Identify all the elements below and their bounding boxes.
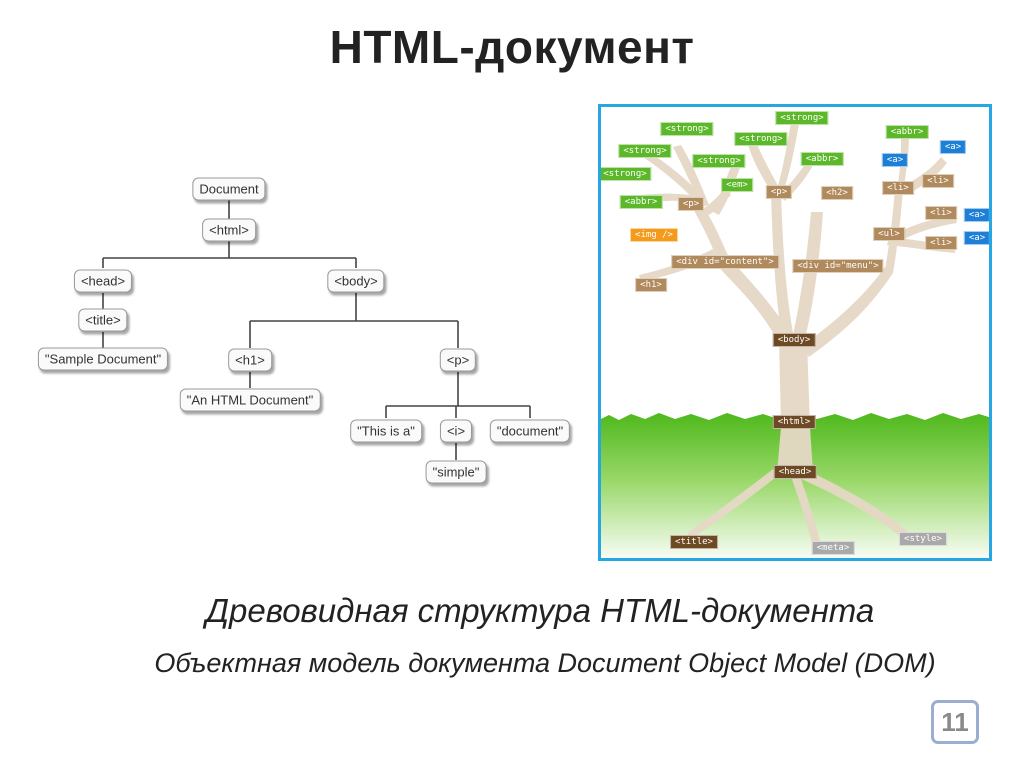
tree-tag-strong: <strong> <box>601 167 652 181</box>
tree-tag-div-menu: <div id="menu"> <box>792 259 884 273</box>
tree-tag-html: <html> <box>772 415 816 429</box>
tree-tag-abbr: <abbr> <box>885 125 929 139</box>
dom-node-document: Document <box>192 177 266 201</box>
tree-tag-div-content: <div id="content"> <box>671 255 779 269</box>
dom-node-an-html-document-text: "An HTML Document" <box>179 388 321 412</box>
tree-tag-strong: <strong> <box>618 144 672 158</box>
dom-node-h1: <h1> <box>228 348 272 372</box>
tree-tag-a: <a> <box>963 231 989 245</box>
caption-tree-structure: Древовидная структура HTML-документа <box>205 592 875 629</box>
tree-tag-p: <p> <box>765 185 793 199</box>
tree-tag-meta: <meta> <box>811 541 855 555</box>
dom-node-document-text: "document" <box>489 419 571 443</box>
tree-tag-li: <li> <box>882 181 914 195</box>
tree-tag-abbr: <abbr> <box>800 152 844 166</box>
dom-node-html: <html> <box>202 218 256 242</box>
tree-tag-h2: <h2> <box>821 186 853 200</box>
tree-tag-abbr: <abbr> <box>619 195 663 209</box>
dom-node-p: <p> <box>439 348 477 372</box>
dom-node-sample-document-text: "Sample Document" <box>37 347 169 371</box>
dom-node-head: <head> <box>73 269 133 293</box>
tree-tag-strong: <strong> <box>692 154 746 168</box>
tree-tag-a: <a> <box>963 208 989 222</box>
dom-node-simple-text: "simple" <box>425 460 487 484</box>
caption-dom: Объектная модель документа Document Obje… <box>154 648 936 678</box>
dom-tree-illustration: <strong> <strong> <strong> <strong> <str… <box>598 104 992 561</box>
tree-tag-body: <body> <box>772 333 816 347</box>
dom-node-this-is-a-text: "This is a" <box>350 419 422 443</box>
tree-tag-strong: <strong> <box>775 111 829 125</box>
tree-tag-h1: <h1> <box>635 278 667 292</box>
page-number: 11 <box>931 700 979 744</box>
tree-tag-em: <em> <box>721 178 753 192</box>
dom-tree-diagram: Document <html> <head> <title> "Sample D… <box>0 0 600 520</box>
tree-tag-p: <p> <box>677 197 705 211</box>
tree-tag-a: <a> <box>939 140 967 154</box>
slide-title: HTML-документ <box>329 21 695 73</box>
tree-tag-a: <a> <box>881 153 909 167</box>
dom-node-i: <i> <box>439 419 473 443</box>
dom-tree-connectors <box>102 199 531 460</box>
tree-tag-li: <li> <box>925 206 957 220</box>
tree-tag-img: <img /> <box>630 228 678 242</box>
tree-tag-ul: <ul> <box>873 227 905 241</box>
tree-tag-strong: <strong> <box>660 122 714 136</box>
dom-node-body: <body> <box>327 269 385 293</box>
tree-tag-li: <li> <box>922 174 954 188</box>
tree-tag-title: <title> <box>670 535 718 549</box>
tree-tag-strong: <strong> <box>734 132 788 146</box>
tree-tag-style: <style> <box>899 532 947 546</box>
tree-tag-li: <li> <box>925 236 957 250</box>
dom-node-title: <title> <box>78 308 128 332</box>
tree-tag-head: <head> <box>773 465 817 479</box>
